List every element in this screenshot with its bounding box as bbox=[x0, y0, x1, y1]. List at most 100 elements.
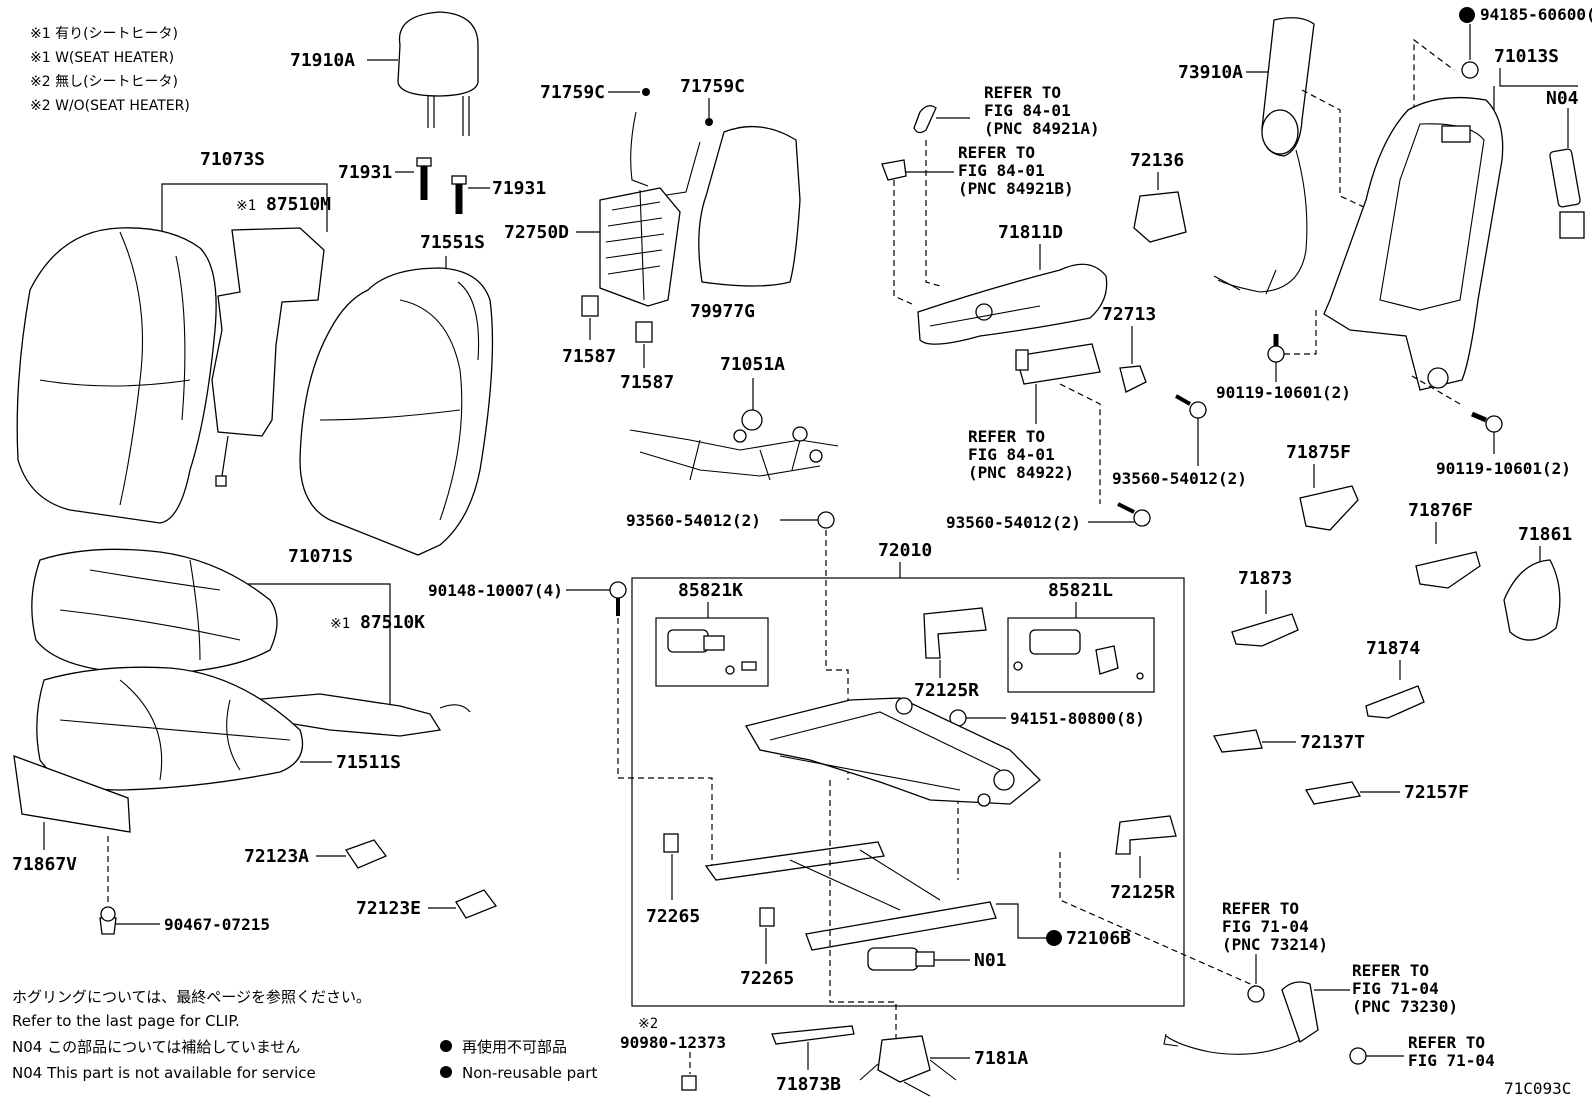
refer5-line3: (PNC 73230) bbox=[1352, 997, 1458, 1016]
clip-90467-drawing bbox=[99, 906, 117, 935]
refer3-line2: FIG 84-01 bbox=[968, 445, 1055, 464]
label-71511S: 71511S bbox=[336, 752, 401, 773]
label-71873B: 71873B bbox=[776, 1074, 841, 1095]
label-71873: 71873 bbox=[1238, 568, 1292, 589]
label-71876F: 71876F bbox=[1408, 500, 1473, 521]
label-71861: 71861 bbox=[1518, 524, 1572, 545]
refer2-line2: FIG 84-01 bbox=[958, 161, 1045, 180]
bracket-72123A-drawing bbox=[344, 839, 388, 869]
w-heater-mark-2: ※1 bbox=[330, 616, 350, 632]
label-71587-a: 71587 bbox=[562, 346, 616, 367]
lumbar-support-drawing bbox=[599, 111, 701, 307]
refer5-line1: REFER TO bbox=[1352, 961, 1429, 980]
label-72750D: 72750D bbox=[504, 222, 569, 243]
label-72125R-a: 72125R bbox=[914, 680, 979, 701]
cover-72137T-drawing bbox=[1213, 729, 1263, 753]
refer2-line1: REFER TO bbox=[958, 143, 1035, 162]
motor-85821L-box bbox=[1007, 617, 1155, 693]
refer1-line3: (PNC 84921A) bbox=[984, 119, 1100, 138]
pad-79977G-drawing bbox=[698, 126, 801, 287]
label-90119-b: 90119-10601(2) bbox=[1436, 459, 1571, 478]
refer-block-5: REFER TO FIG 71-04 (PNC 73230) bbox=[1352, 961, 1458, 1016]
label-72265-b: 72265 bbox=[740, 968, 794, 989]
wire-harness-drawing bbox=[629, 409, 839, 481]
shield-71873-drawing bbox=[1231, 613, 1299, 647]
refer4-line2: FIG 71-04 bbox=[1222, 917, 1309, 936]
refer6-line1: REFER TO bbox=[1408, 1033, 1485, 1052]
slide-motor-drawing bbox=[867, 947, 935, 971]
clip-71587-drawing bbox=[581, 295, 653, 343]
label-72136: 72136 bbox=[1130, 150, 1184, 171]
bolt-90119-drawing bbox=[1267, 334, 1503, 433]
grommet-drawing bbox=[1247, 985, 1265, 1003]
refer1-line2: FIG 84-01 bbox=[984, 101, 1071, 120]
bolt-ref6-drawing bbox=[1349, 1047, 1367, 1065]
seatback-pad-drawing bbox=[299, 267, 494, 556]
side-cover-drawing bbox=[917, 263, 1108, 345]
n04-note-en: N04 This part is not available for servi… bbox=[12, 1064, 316, 1082]
heater-legend: ※1 有り(シートヒータ) ※1 W(SEAT HEATER) ※2 無し(シー… bbox=[30, 26, 190, 114]
motor-85821L-drawing bbox=[1013, 629, 1144, 680]
screw-93560-drawing bbox=[1117, 394, 1207, 527]
label-71587-b: 71587 bbox=[620, 372, 674, 393]
refer-block-4: REFER TO FIG 71-04 (PNC 73214) bbox=[1222, 899, 1328, 954]
refer-block-3: REFER TO FIG 84-01 (PNC 84922) bbox=[968, 427, 1074, 482]
diagram-code: 71C093C bbox=[1504, 1079, 1571, 1098]
label-72157F: 72157F bbox=[1404, 782, 1469, 803]
label-72123E: 72123E bbox=[356, 898, 421, 919]
legend-line-4: ※2 W/O(SEAT HEATER) bbox=[30, 98, 190, 114]
nonreuse-legend: 再使用不可部品 Non-reusable part bbox=[440, 1038, 597, 1082]
label-72713: 72713 bbox=[1102, 304, 1156, 325]
switch-box-drawing bbox=[1015, 343, 1101, 385]
shield-71874-drawing bbox=[1365, 685, 1425, 719]
legend-line-2: ※1 W(SEAT HEATER) bbox=[30, 50, 174, 66]
wo-heater-mark: ※2 bbox=[638, 1016, 658, 1032]
clip-note-jp: ホグリングについては、最終ページを参照ください。 bbox=[12, 988, 371, 1006]
label-72137T: 72137T bbox=[1300, 732, 1365, 753]
nonreuse-dot-icon bbox=[440, 1040, 452, 1052]
seatback-heater-drawing bbox=[211, 227, 325, 487]
label-90119-a: 90119-10601(2) bbox=[1216, 383, 1351, 402]
label-N01: N01 bbox=[974, 950, 1007, 971]
buckle-drawing bbox=[1163, 981, 1319, 1055]
seatback-frame-drawing bbox=[1323, 96, 1504, 391]
cushion-pad-drawing bbox=[36, 666, 304, 791]
label-7181A: 7181A bbox=[974, 1048, 1028, 1069]
refer-block-1: REFER TO FIG 84-01 (PNC 84921A) bbox=[984, 83, 1100, 138]
cushion-cover-drawing bbox=[31, 548, 278, 675]
airbag-73910A-drawing bbox=[1213, 17, 1315, 295]
label-85821L: 85821L bbox=[1048, 580, 1113, 601]
clip-note-en: Refer to the last page for CLIP. bbox=[12, 1012, 240, 1030]
label-87510M: 87510M bbox=[266, 194, 331, 215]
front-panel-drawing bbox=[13, 755, 131, 833]
label-85821K: 85821K bbox=[678, 580, 743, 601]
wire-71873B-drawing bbox=[771, 1025, 855, 1045]
refer4-line1: REFER TO bbox=[1222, 899, 1299, 918]
label-71811D: 71811D bbox=[998, 222, 1063, 243]
recliner-motor-drawing bbox=[1549, 148, 1585, 239]
cover-71875F-drawing bbox=[1299, 485, 1359, 531]
bracket-72125R-top-drawing bbox=[923, 607, 987, 659]
refer2-line3: (PNC 84921B) bbox=[958, 179, 1074, 198]
motor-85821K-box bbox=[655, 617, 769, 687]
label-90148: 90148-10007(4) bbox=[428, 581, 563, 600]
label-71759C-a: 71759C bbox=[540, 82, 605, 103]
label-71931-b: 71931 bbox=[492, 178, 546, 199]
label-90467: 90467-07215 bbox=[164, 915, 270, 934]
label-90980: 90980-12373 bbox=[620, 1033, 726, 1052]
label-71910A: 71910A bbox=[290, 50, 355, 71]
bracket-72265-drawing bbox=[663, 833, 775, 927]
label-71051A: 71051A bbox=[720, 354, 785, 375]
nonreuse-dot-icon-2 bbox=[440, 1066, 452, 1078]
label-71071S: 71071S bbox=[288, 546, 353, 567]
label-N04: N04 bbox=[1546, 88, 1579, 109]
adjuster-assembly-box bbox=[631, 577, 1185, 1007]
bolt-90148-drawing bbox=[609, 581, 627, 616]
switch-72136-drawing bbox=[1133, 191, 1187, 243]
label-93560-a: 93560-54012(2) bbox=[626, 511, 761, 530]
refer3-line3: (PNC 84922) bbox=[968, 463, 1074, 482]
refer1-line1: REFER TO bbox=[984, 83, 1061, 102]
nonreuse-jp: 再使用不可部品 bbox=[462, 1038, 567, 1056]
motor-85821K-drawing bbox=[667, 629, 757, 675]
